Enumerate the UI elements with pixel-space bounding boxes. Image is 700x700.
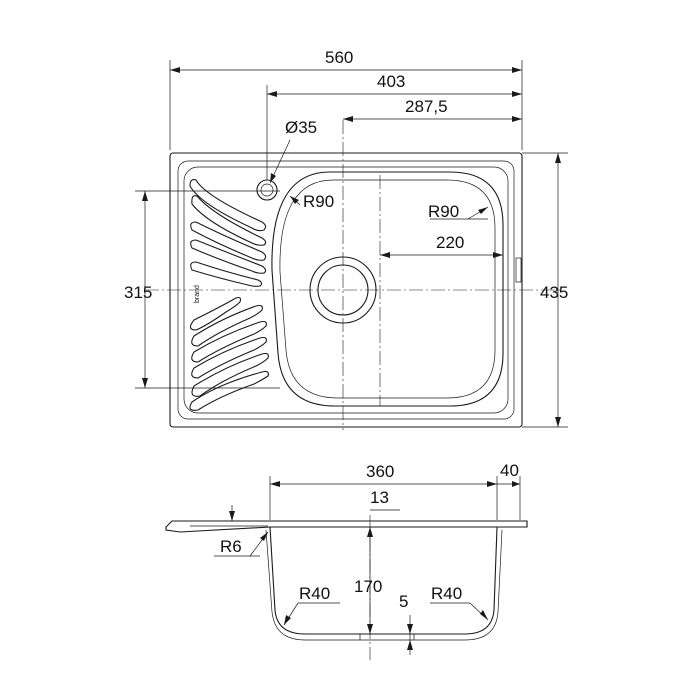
tap-hole-inner	[260, 183, 274, 197]
dim-360-label: 360	[366, 462, 394, 481]
dimension-560: 560	[169, 48, 523, 150]
dim-40-label: 40	[500, 461, 519, 480]
dimension-5: 5	[399, 592, 413, 655]
dim-r6-label: R6	[220, 537, 242, 556]
dim-r90-right-label: R90	[428, 202, 459, 221]
dimension-40: 40	[497, 461, 521, 520]
dim-13-label: 13	[370, 488, 389, 507]
dimension-13: 13	[370, 488, 400, 511]
dim-r90-left-label: R90	[303, 192, 334, 211]
dim-170-label: 170	[354, 577, 382, 596]
drainer-ribs	[189, 179, 269, 411]
dimension-170: 170	[354, 527, 382, 634]
dim-r40-left-label: R40	[299, 584, 330, 603]
bowl-profile	[269, 526, 498, 635]
dimension-403: 403	[266, 72, 522, 180]
dimension-r40-left: R40	[283, 584, 340, 626]
overflow-slot	[515, 257, 522, 283]
dim-560-label: 560	[325, 48, 353, 67]
dimension-r90-left: R90	[289, 192, 334, 211]
side-view: 360 40 13 R6 R40	[165, 461, 528, 660]
dimension-hole-diameter: Ø35	[269, 118, 317, 184]
sink-flange	[165, 520, 528, 533]
bowl-inner-outline	[279, 179, 496, 399]
dimension-220: 220	[380, 233, 503, 258]
top-view: brand 560 403 287,5	[124, 48, 568, 430]
bowl-outline	[271, 171, 504, 407]
dim-287-label: 287,5	[405, 97, 448, 116]
dimension-r6: R6	[214, 505, 269, 557]
dimension-315: 315	[124, 190, 280, 389]
dim-403-label: 403	[377, 72, 405, 91]
dimension-287-5: 287,5	[343, 97, 522, 122]
dimension-360: 360	[269, 462, 498, 520]
tap-hole	[256, 179, 278, 201]
dim-315-label: 315	[124, 283, 152, 302]
dimension-r90-right: R90	[428, 202, 489, 221]
dim-hole-label: Ø35	[285, 118, 317, 137]
dimension-r40-right: R40	[430, 584, 489, 621]
dim-220-label: 220	[436, 233, 464, 252]
bowl-profile-inner	[265, 529, 503, 641]
dim-r40-right-label: R40	[431, 584, 462, 603]
brand-logo: brand	[194, 285, 201, 303]
dim-5-label: 5	[399, 592, 408, 611]
dimension-435: 435	[522, 152, 568, 428]
dim-435-label: 435	[540, 283, 568, 302]
